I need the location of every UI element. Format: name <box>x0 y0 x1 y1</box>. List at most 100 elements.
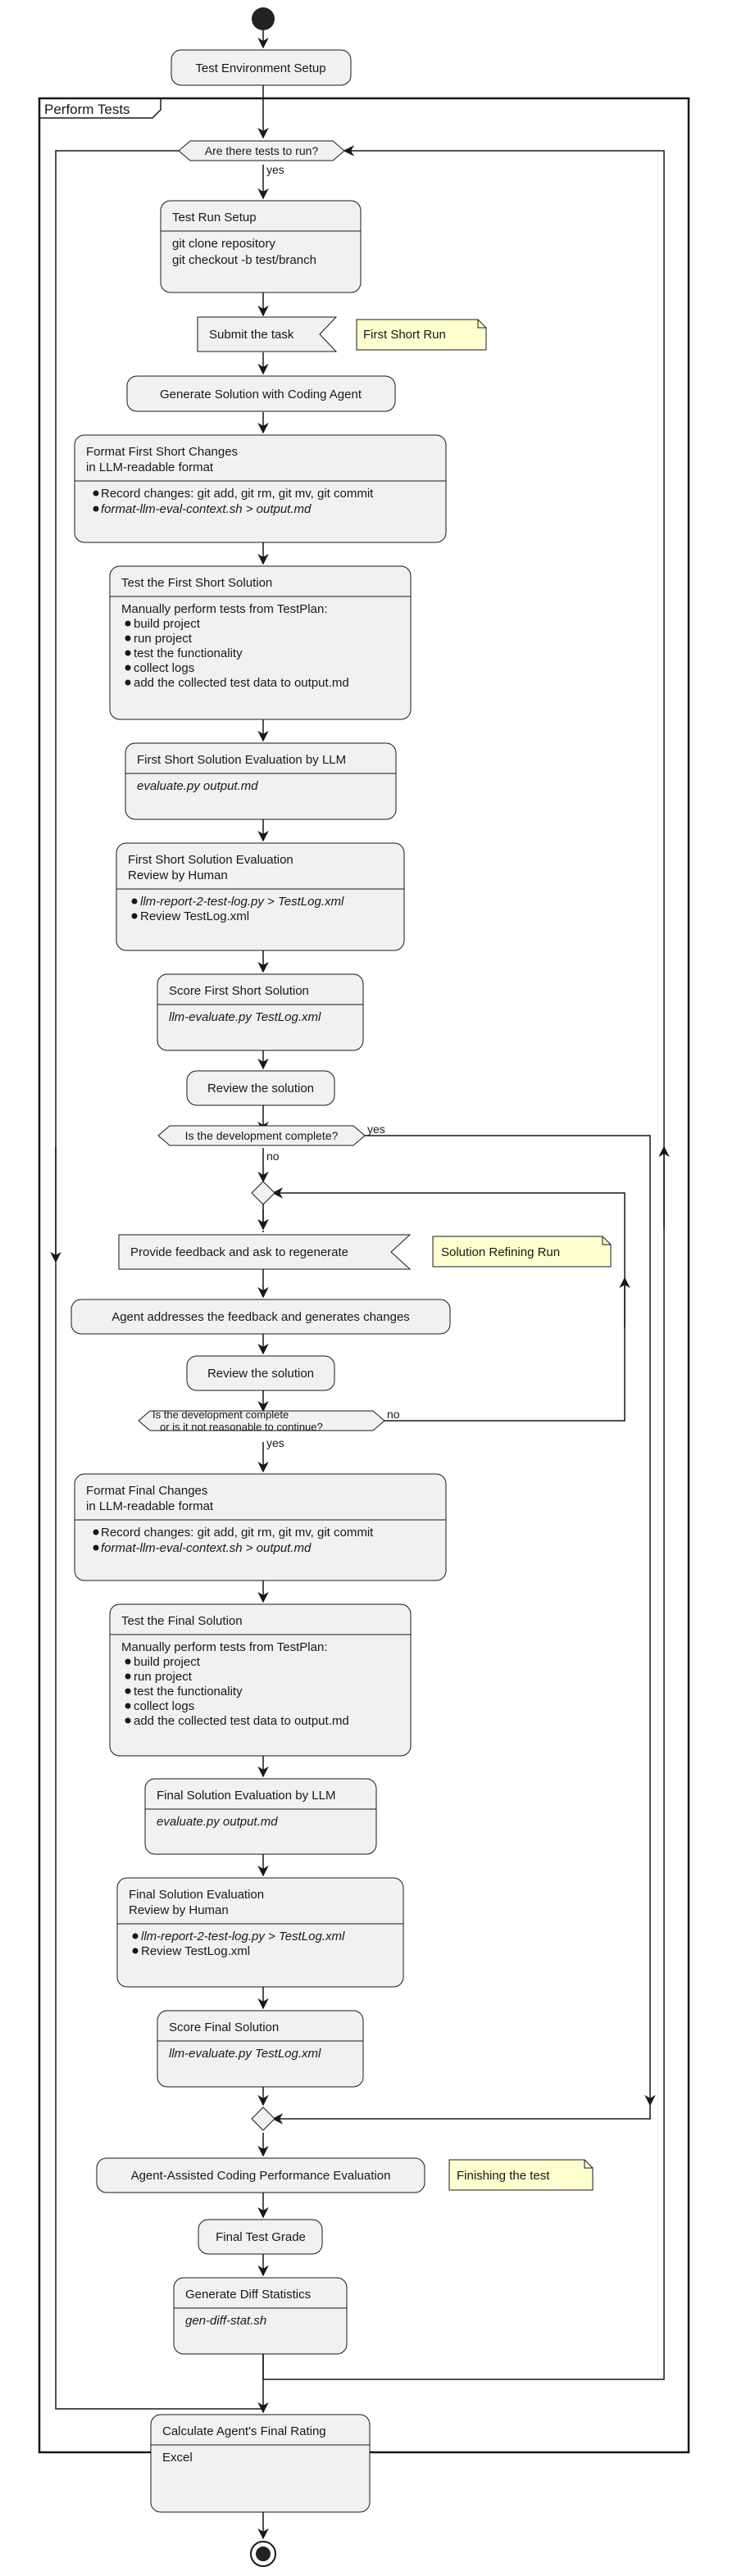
score-first-cmd: llm-evaluate.py TestLog.xml <box>169 1010 321 1024</box>
test-final-bullet-3: test the functionality <box>134 1685 243 1698</box>
test-final-bullet-4: collect logs <box>134 1699 194 1713</box>
edge-label-yes-2: yes <box>367 1122 385 1136</box>
eval-final-human-title-1: Final Solution Evaluation <box>129 1888 264 1902</box>
decision-complete-or-label-1: Is the development complete <box>152 1408 289 1421</box>
format-final-title-2: in LLM-readable format <box>86 1499 214 1513</box>
note-finishing-test: Finishing the test <box>448 2159 594 2191</box>
eval-final-human-bullet-2: Review TestLog.xml <box>141 1944 250 1958</box>
score-final-title: Score Final Solution <box>169 2020 279 2034</box>
merge-diamond-refining <box>251 1181 275 1205</box>
diff-statistics-node: Generate Diff Statistics gen-diff-stat.s… <box>173 2277 348 2355</box>
eval-final-llm-cmd: evaluate.py output.md <box>157 1815 278 1829</box>
test-final-bullet-2: run project <box>134 1670 193 1684</box>
eval-final-llm-node: Final Solution Evaluation by LLM evaluat… <box>144 1778 377 1855</box>
end-node <box>250 2541 276 2567</box>
generate-solution-label: Generate Solution with Coding Agent <box>160 388 362 401</box>
edge-label-yes-1: yes <box>266 163 284 176</box>
edge-label-no-1: no <box>266 1150 280 1163</box>
agent-addresses-label: Agent addresses the feedback and generat… <box>111 1310 410 1324</box>
test-first-title: Test the First Short Solution <box>121 576 272 590</box>
decision-dev-complete: Is the development complete? yes no <box>157 1122 385 1163</box>
note-finishing-test-label: Finishing the test <box>457 2169 550 2183</box>
test-first-intro: Manually perform tests from TestPlan: <box>121 602 327 616</box>
merge-diamond-final <box>251 2107 275 2131</box>
provide-feedback-label: Provide feedback and ask to regenerate <box>130 1245 348 1259</box>
eval-final-llm-title: Final Solution Evaluation by LLM <box>157 1789 335 1803</box>
format-first-title-2: in LLM-readable format <box>86 460 214 474</box>
format-first-bullet-2: format-llm-eval-context.sh > output.md <box>101 502 312 516</box>
agent-addresses-node: Agent addresses the feedback and generat… <box>71 1299 451 1335</box>
flow-lines <box>50 30 670 2540</box>
test-final-title: Test the Final Solution <box>121 1614 243 1628</box>
eval-first-human-title-1: First Short Solution Evaluation <box>128 853 293 867</box>
format-first-bullet-1: Record changes: git add, git rm, git mv,… <box>101 487 374 501</box>
test-first-bullet-5: add the collected test data to output.md <box>134 676 349 690</box>
format-final-bullet-2: format-llm-eval-context.sh > output.md <box>101 1541 312 1555</box>
decision-complete-or-label-2: or is it not reasonable to continue? <box>160 1421 323 1433</box>
test-run-setup-line-1: git clone repository <box>172 237 275 251</box>
final-rating-node: Calculate Agent's Final Rating Excel <box>150 2414 371 2513</box>
submit-task-node: Submit the task <box>197 316 338 352</box>
eval-first-human-node: First Short Solution Evaluation Review b… <box>116 842 405 951</box>
edge-label-yes-3: yes <box>266 1436 284 1449</box>
test-run-setup-node: Test Run Setup git clone repository git … <box>160 200 362 293</box>
frame-title: Perform Tests <box>44 102 130 117</box>
eval-final-human-node: Final Solution Evaluation Review by Huma… <box>116 1877 404 1988</box>
provide-feedback-node: Provide feedback and ask to regenerate <box>118 1234 412 1270</box>
eval-first-human-title-2: Review by Human <box>128 868 228 882</box>
eval-final-human-title-2: Review by Human <box>129 1903 229 1917</box>
score-first-title: Score First Short Solution <box>169 984 309 998</box>
generate-solution-node: Generate Solution with Coding Agent <box>126 375 396 412</box>
test-first-bullet-2: run project <box>134 632 193 646</box>
submit-task-label: Submit the task <box>209 328 294 342</box>
review-solution-2-node: Review the solution <box>186 1355 335 1391</box>
eval-first-human-bullet-1: llm-report-2-test-log.py > TestLog.xml <box>140 895 344 909</box>
score-final-cmd: llm-evaluate.py TestLog.xml <box>169 2047 321 2061</box>
note-first-short-run: First Short Run <box>356 319 487 351</box>
test-final-bullet-5: add the collected test data to output.md <box>134 1714 349 1728</box>
test-run-setup-line-2: git checkout -b test/branch <box>172 253 316 267</box>
edge-label-no-2: no <box>387 1408 400 1421</box>
final-rating-line: Excel <box>162 2451 193 2465</box>
test-final-bullet-1: build project <box>134 1655 201 1669</box>
score-first-node: Score First Short Solution llm-evaluate.… <box>157 973 364 1051</box>
decision-complete-or-unreasonable: Is the development complete or is it not… <box>138 1408 400 1449</box>
test-final-intro: Manually perform tests from TestPlan: <box>121 1640 327 1654</box>
final-test-grade-label: Final Test Grade <box>216 2230 306 2244</box>
format-final-title-1: Format Final Changes <box>86 1484 207 1498</box>
review-solution-1-label: Review the solution <box>207 1082 314 1095</box>
test-first-bullet-1: build project <box>134 617 201 631</box>
test-first-bullet-3: test the functionality <box>134 646 243 660</box>
test-run-setup-title: Test Run Setup <box>172 211 257 224</box>
agent-performance-label: Agent-Assisted Coding Performance Evalua… <box>131 2169 391 2183</box>
test-final-solution-node: Test the Final Solution Manually perform… <box>109 1603 412 1757</box>
format-final-changes-node: Format Final Changes in LLM-readable for… <box>74 1473 447 1581</box>
note-refining-run-label: Solution Refining Run <box>441 1245 560 1259</box>
final-test-grade-node: Final Test Grade <box>198 2219 323 2255</box>
test-first-bullet-4: collect logs <box>134 661 194 675</box>
eval-first-llm-cmd: evaluate.py output.md <box>137 779 258 793</box>
final-rating-title: Calculate Agent's Final Rating <box>162 2424 326 2438</box>
decision-tests-to-run-label: Are there tests to run? <box>205 144 319 157</box>
format-final-bullet-1: Record changes: git add, git rm, git mv,… <box>101 1526 374 1540</box>
test-environment-setup-node: Test Environment Setup <box>171 49 352 86</box>
eval-final-human-bullet-1: llm-report-2-test-log.py > TestLog.xml <box>141 1930 345 1943</box>
note-first-short-run-label: First Short Run <box>363 328 446 342</box>
diff-statistics-cmd: gen-diff-stat.sh <box>185 2314 266 2328</box>
note-refining-run: Solution Refining Run <box>432 1236 612 1268</box>
decision-dev-complete-label: Is the development complete? <box>185 1129 339 1142</box>
eval-first-llm-title: First Short Solution Evaluation by LLM <box>137 753 346 767</box>
eval-first-llm-node: First Short Solution Evaluation by LLM e… <box>125 742 397 820</box>
format-first-title-1: Format First Short Changes <box>86 445 238 459</box>
eval-first-human-bullet-2: Review TestLog.xml <box>140 909 249 923</box>
start-node <box>252 7 275 30</box>
format-first-changes-node: Format First Short Changes in LLM-readab… <box>74 434 447 543</box>
score-final-node: Score Final Solution llm-evaluate.py Tes… <box>157 2010 364 2088</box>
test-first-solution-node: Test the First Short Solution Manually p… <box>109 565 412 720</box>
review-solution-2-label: Review the solution <box>207 1367 314 1381</box>
diff-statistics-title: Generate Diff Statistics <box>185 2288 311 2302</box>
agent-performance-node: Agent-Assisted Coding Performance Evalua… <box>96 2157 425 2193</box>
review-solution-1-node: Review the solution <box>186 1070 335 1106</box>
test-environment-setup-label: Test Environment Setup <box>195 61 325 75</box>
